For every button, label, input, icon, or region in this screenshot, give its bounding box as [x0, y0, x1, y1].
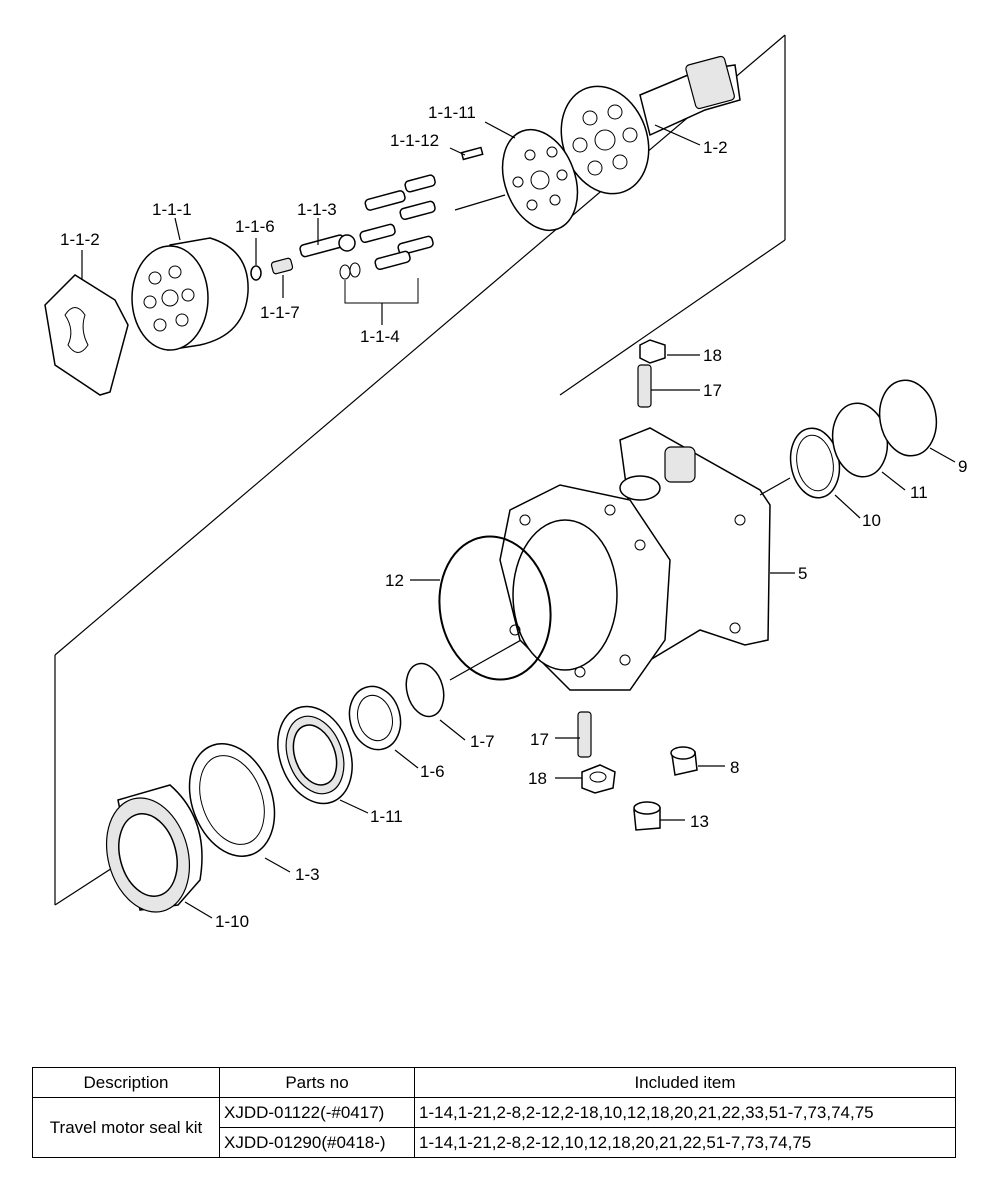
callout-11: 11 [910, 483, 928, 502]
part-17-stud-top [637, 364, 652, 408]
part-1-1-1-cylinder-block [131, 237, 249, 351]
callout-5: 5 [798, 564, 807, 583]
callout-1-2: 1-2 [703, 138, 728, 157]
table-header-row: Description Parts no Included item [32, 1067, 956, 1098]
parts-no-cell: XJDD-01290(#0418-) [219, 1127, 415, 1158]
callout-1-7: 1-7 [470, 732, 495, 751]
part-1-1-11-plate [501, 128, 579, 232]
part-17-stud-bottom [577, 711, 592, 758]
part-1-1-7-spring [270, 257, 294, 275]
callout-8: 8 [730, 758, 739, 777]
part-12-gasket [438, 535, 552, 681]
part-13-plug [633, 801, 661, 831]
callout-1-11: 1-11 [370, 807, 403, 826]
callout-1-1-2: 1-1-2 [60, 230, 100, 249]
callout-13: 13 [690, 812, 709, 831]
part-10-ring [789, 427, 841, 499]
part-1-6-ring [348, 685, 402, 751]
seal-kit-table: Description Parts no Included item Trave… [32, 1067, 956, 1158]
included-item-cell: 1-14,1-21,2-8,2-12,10,12,18,20,21,22,51-… [414, 1127, 956, 1158]
callout-1-3: 1-3 [295, 865, 320, 884]
callout-12: 12 [385, 571, 404, 590]
callout-18-bottom: 18 [528, 769, 547, 788]
header-description: Description [32, 1067, 220, 1098]
callout-9: 9 [958, 457, 967, 476]
callout-1-1-11: 1-1-11 [428, 103, 476, 122]
part-9-snap-ring [878, 379, 938, 457]
part-18-bolt-bottom [581, 764, 616, 794]
callout-1-1-4: 1-1-4 [360, 327, 400, 346]
callout-10: 10 [862, 511, 881, 530]
description-cell: Travel motor seal kit [32, 1097, 220, 1158]
part-8-plug [670, 746, 698, 776]
part-1-3-seal [188, 743, 276, 857]
part-1-1-2-valve-plate [44, 274, 129, 396]
callout-1-1-12: 1-1-12 [390, 131, 439, 150]
header-included-item: Included item [414, 1067, 956, 1098]
header-parts-no: Parts no [219, 1067, 415, 1098]
part-18-bolt-top [639, 339, 666, 364]
callout-labels: 1-1-11 1-1-12 1-2 1-1-1 1-1-2 1-1-6 1-1-… [60, 103, 967, 931]
callout-17-bottom: 17 [530, 730, 549, 749]
callout-1-1-7: 1-1-7 [260, 303, 300, 322]
callout-1-1-6: 1-1-6 [235, 217, 275, 236]
part-1-11-bearing [277, 705, 353, 805]
part-1-1-3-pistons [299, 174, 436, 271]
leader-lines [81, 121, 956, 919]
part-1-1-6-washer [250, 265, 262, 281]
included-item-cell: 1-14,1-21,2-8,2-12,2-18,10,12,18,20,21,2… [414, 1097, 956, 1128]
callout-1-6: 1-6 [420, 762, 445, 781]
part-1-1-12-screw [460, 146, 484, 161]
part-1-10-bearing [105, 784, 203, 913]
table-row: Travel motor seal kit XJDD-01122(-#0417)… [32, 1097, 956, 1158]
part-1-7-snap-ring [405, 662, 445, 718]
callout-17-top: 17 [703, 381, 722, 400]
frame-lines [54, 34, 786, 906]
parts-no-cell: XJDD-01122(-#0417) [219, 1097, 415, 1128]
table-row: XJDD-01290(#0418-) 1-14,1-21,2-8,2-12,10… [33, 1127, 956, 1158]
exploded-parts-diagram: 1-1-11 1-1-12 1-2 1-1-1 1-1-2 1-1-6 1-1-… [44, 34, 967, 931]
part-5-housing [499, 427, 771, 691]
callout-1-1-1: 1-1-1 [152, 200, 192, 219]
callout-1-10: 1-10 [215, 912, 249, 931]
callout-1-1-3: 1-1-3 [297, 200, 337, 219]
callout-18-top: 18 [703, 346, 722, 365]
